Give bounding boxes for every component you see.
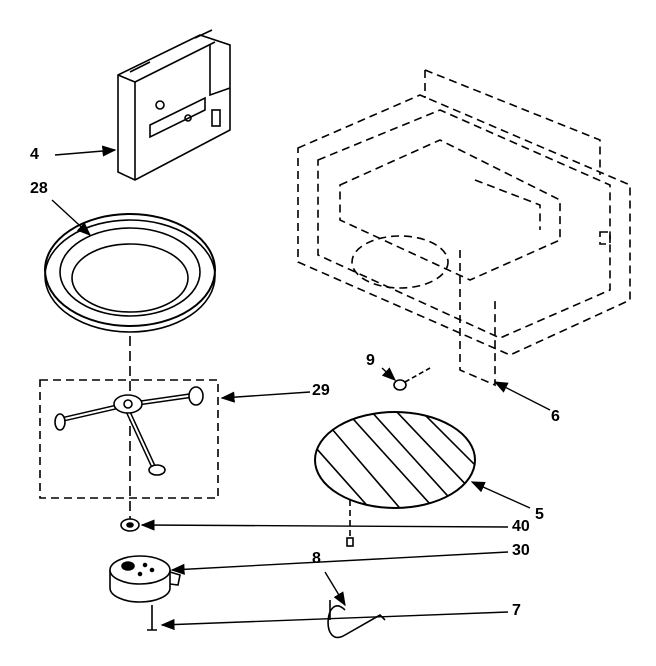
mounting-bracket	[117, 29, 231, 181]
wire-harness	[327, 600, 386, 639]
roller-guide-box	[39, 379, 219, 499]
callout-4: 4	[30, 146, 39, 163]
motor-screw	[147, 605, 157, 631]
cavity-screw	[393, 367, 431, 391]
callout-28: 28	[30, 180, 48, 197]
roller-guide	[54, 386, 204, 476]
turntable-motor	[109, 555, 181, 603]
callout-40: 40	[512, 518, 530, 535]
oven-rack	[314, 411, 476, 547]
callout-5: 5	[535, 506, 544, 523]
callout-7: 7	[512, 602, 521, 619]
callout-6: 6	[551, 408, 560, 425]
roller-ring	[44, 213, 216, 333]
callout-30: 30	[512, 542, 530, 559]
leader-lines	[51, 145, 551, 631]
callout-29: 29	[312, 382, 330, 399]
oven-cavity	[297, 69, 631, 387]
callout-9: 9	[366, 352, 375, 369]
callout-8: 8	[312, 550, 321, 567]
